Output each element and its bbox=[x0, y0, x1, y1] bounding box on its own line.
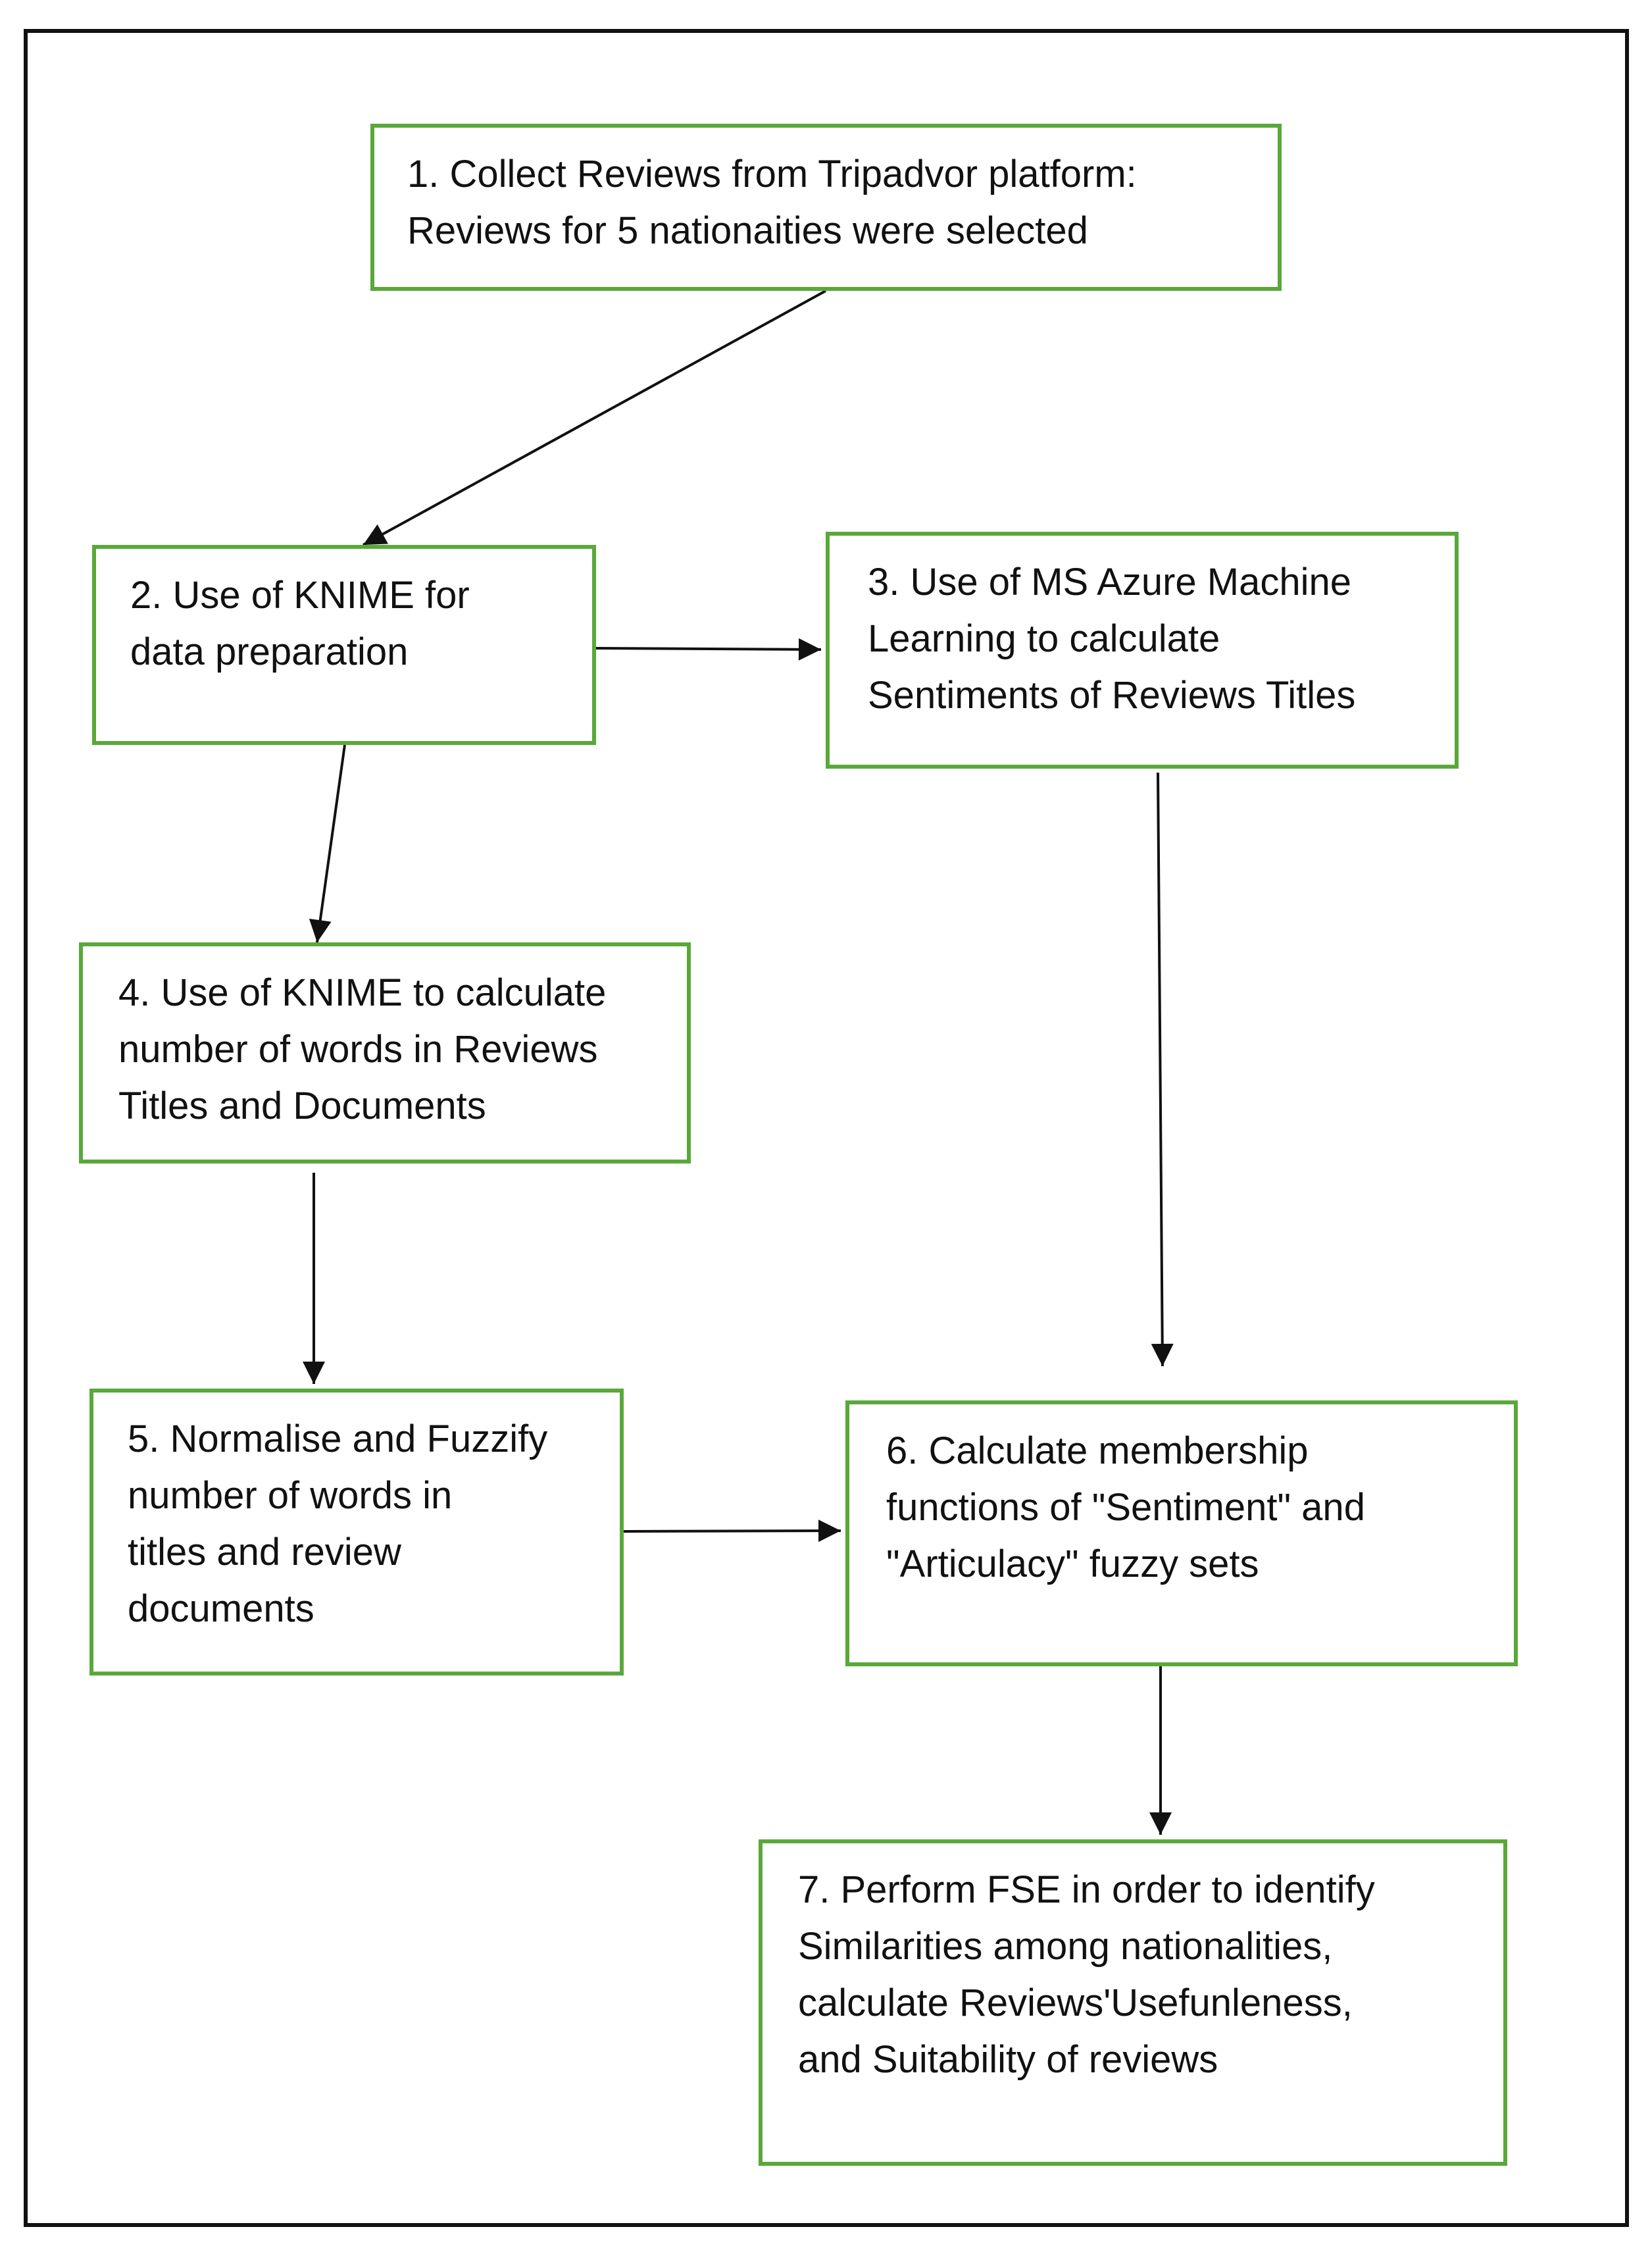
step-4-line-2: number of words in Reviews bbox=[118, 1028, 598, 1071]
arrow-step-1-to-step-2 bbox=[363, 290, 826, 546]
step-7-line-3: calculate Reviews'Usefunleness, bbox=[798, 1982, 1353, 2024]
step-4-knime-word-count: 4. Use of KNIME to calculate number of w… bbox=[79, 942, 691, 1164]
step-7-line-1: 7. Perform FSE in order to identify bbox=[798, 1868, 1375, 1911]
step-4-line-3: Titles and Documents bbox=[118, 1085, 486, 1127]
step-6-membership-functions: 6. Calculate membership functions of "Se… bbox=[845, 1400, 1518, 1666]
step-7-line-2: Similarities among nationalities, bbox=[798, 1925, 1333, 1968]
step-3-line-2: Learning to calculate bbox=[868, 617, 1220, 660]
step-7-line-4: and Suitability of reviews bbox=[798, 2038, 1218, 2081]
step-3-azure-sentiment: 3. Use of MS Azure Machine Learning to c… bbox=[826, 532, 1459, 769]
step-3-line-1: 3. Use of MS Azure Machine bbox=[868, 561, 1351, 603]
step-6-line-2: functions of "Sentiment" and bbox=[886, 1486, 1365, 1529]
step-1-line-1: 1. Collect Reviews from Tripadvor platfo… bbox=[407, 153, 1137, 195]
step-1-line-2: Reviews for 5 nationaities were selected bbox=[407, 209, 1088, 252]
diagram-frame bbox=[24, 29, 1629, 2227]
arrow-step-2-to-step-3 bbox=[595, 638, 822, 661]
step-5-line-1: 5. Normalise and Fuzzify bbox=[128, 1418, 548, 1460]
step-4-line-1: 4. Use of KNIME to calculate bbox=[118, 971, 607, 1014]
step-7-perform-fse: 7. Perform FSE in order to identify Simi… bbox=[759, 1839, 1507, 2166]
step-1-collect-reviews: 1. Collect Reviews from Tripadvor platfo… bbox=[370, 124, 1282, 291]
step-6-line-1: 6. Calculate membership bbox=[886, 1429, 1309, 1472]
step-5-line-4: documents bbox=[128, 1587, 314, 1630]
step-2-knime-data-preparation: 2. Use of KNIME for data preparation bbox=[92, 545, 596, 745]
arrow-step-2-to-step-4 bbox=[309, 744, 346, 943]
step-2-line-2: data preparation bbox=[130, 630, 409, 673]
arrow-step-3-to-step-6 bbox=[1151, 772, 1174, 1367]
step-5-line-2: number of words in bbox=[128, 1474, 453, 1517]
step-6-line-3: "Articulacy" fuzzy sets bbox=[886, 1543, 1259, 1585]
step-3-line-3: Sentiments of Reviews Titles bbox=[868, 674, 1356, 717]
step-5-normalise-fuzzify: 5. Normalise and Fuzzify number of words… bbox=[89, 1389, 624, 1676]
step-2-line-1: 2. Use of KNIME for bbox=[130, 574, 470, 617]
step-5-line-3: titles and review bbox=[128, 1531, 401, 1574]
